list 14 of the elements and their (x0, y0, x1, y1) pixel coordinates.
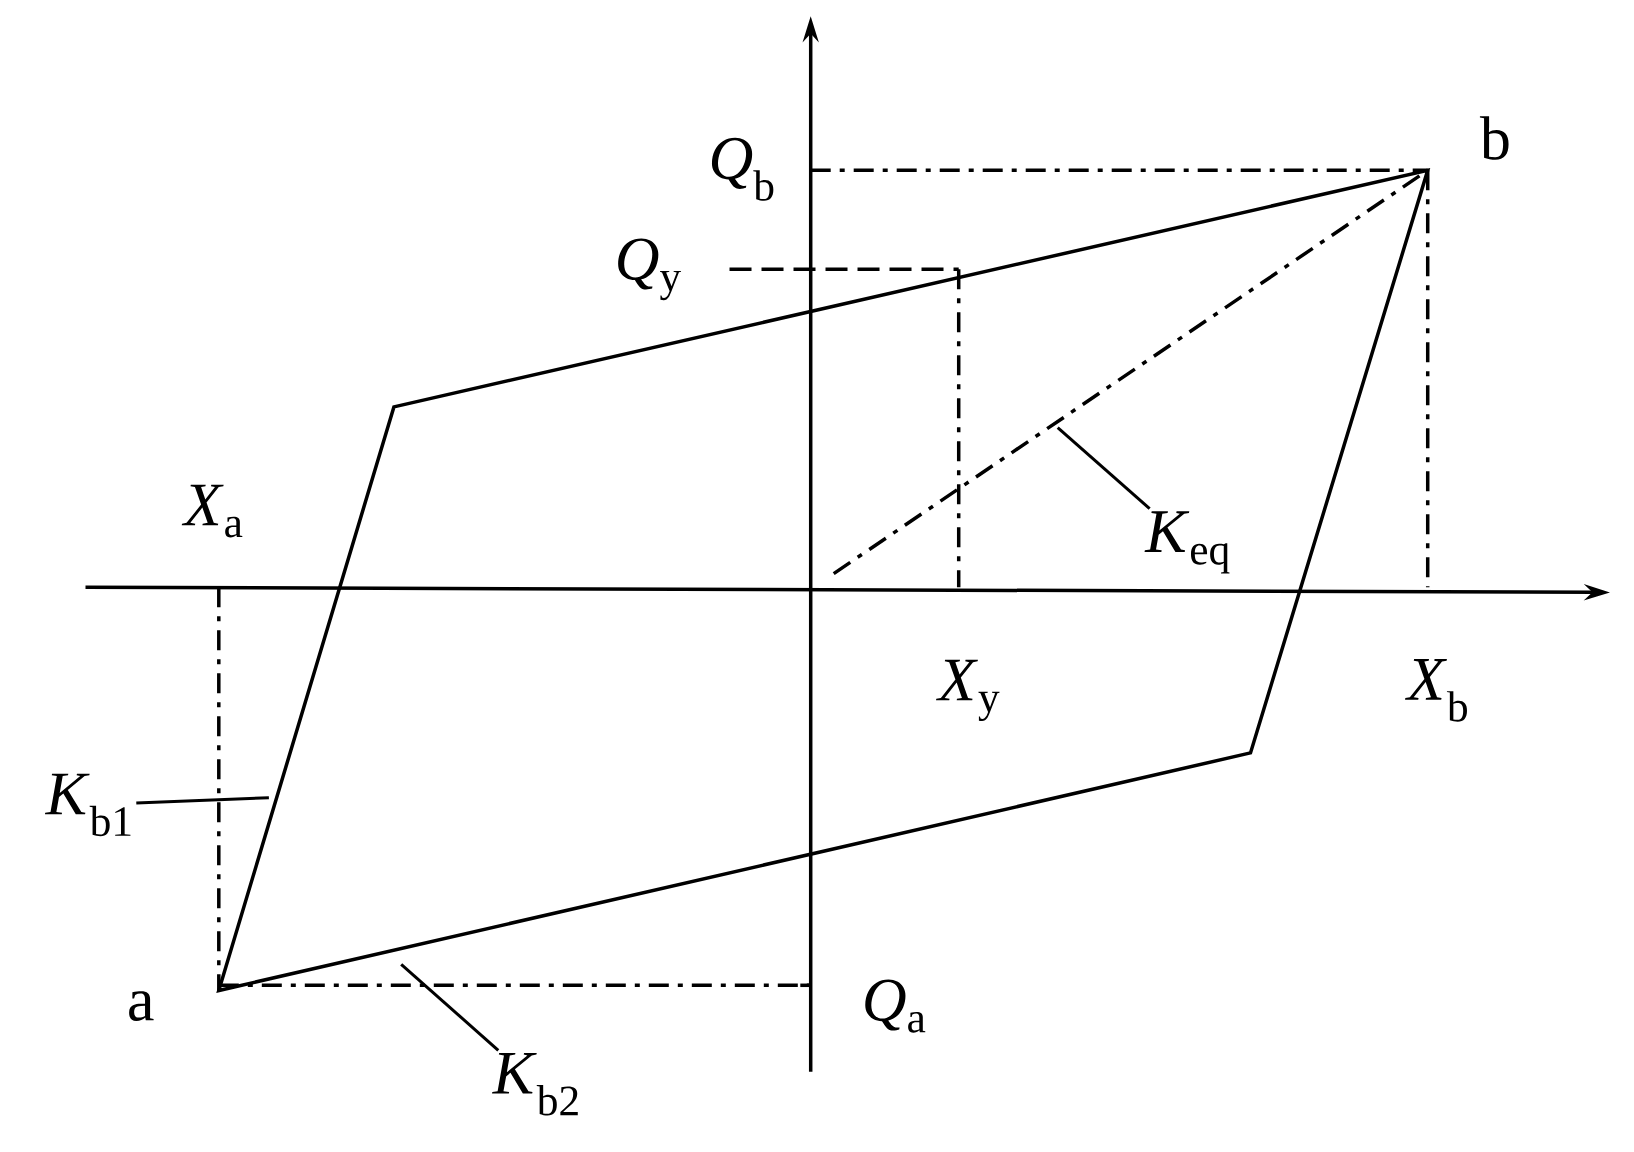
stiffness-label: K$_{b1}$ (44, 773, 131, 837)
leader-line (1056, 426, 1151, 510)
axis-label: b (1479, 116, 1509, 160)
axis-label: Q$_{y}$ (618, 238, 682, 301)
stiffness-label: K$_{b2}$ (492, 1053, 578, 1116)
axis-label: a (129, 991, 154, 1021)
leader-line (400, 963, 500, 1052)
axis-label: Q$_{a}$ (865, 979, 926, 1033)
axis-label: X$_{a}$ (181, 484, 243, 538)
stiffness-label: K$_{eq}$ (1144, 511, 1230, 574)
axis-label: X$_{y}$ (936, 659, 1000, 722)
leader-line (136, 796, 269, 805)
axis-label: X$_{b}$ (1405, 659, 1467, 722)
axis-label: Q$_{b}$ (711, 137, 774, 201)
